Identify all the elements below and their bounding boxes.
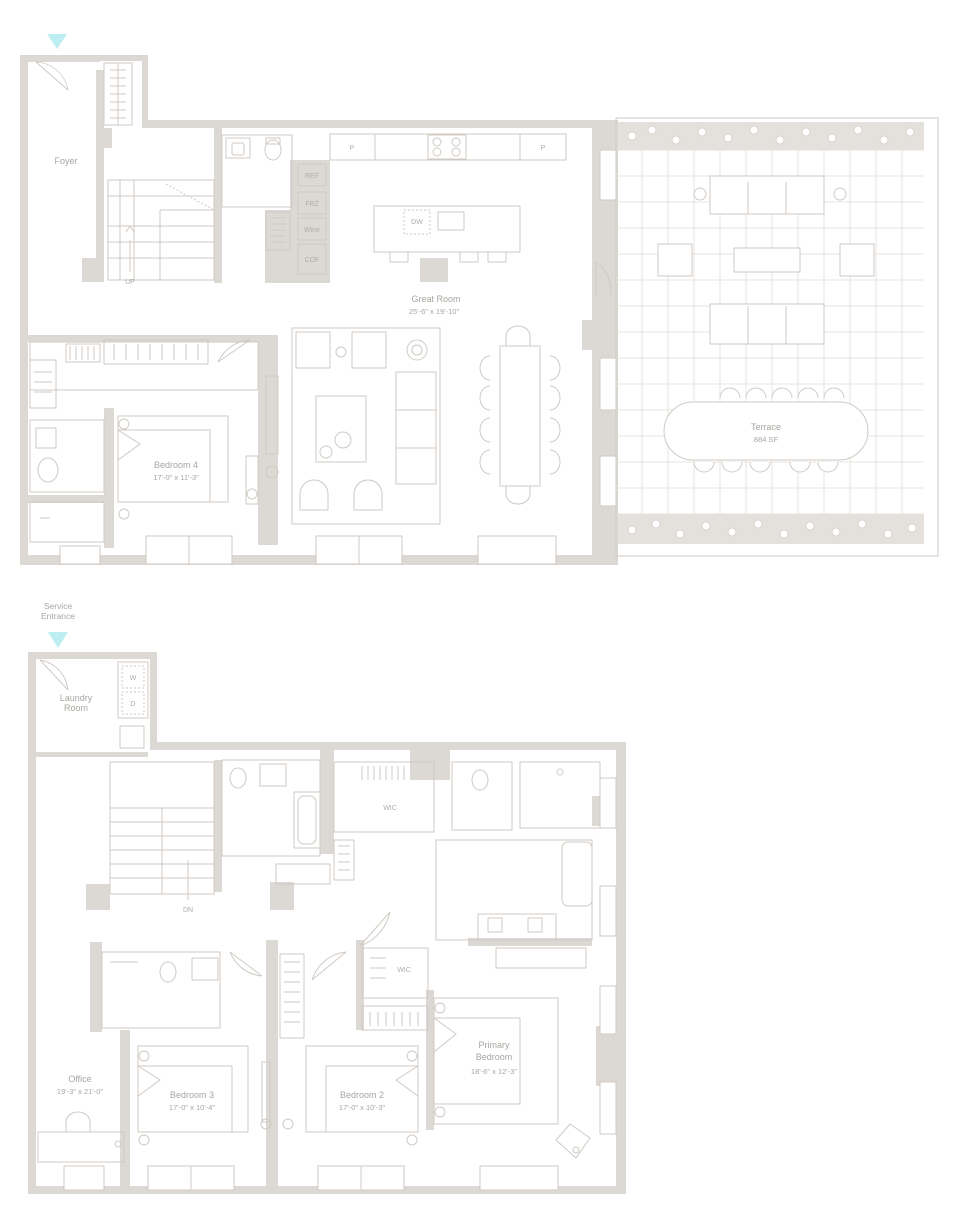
bedroom2-label: Bedroom 2 <box>340 1090 384 1100</box>
bedroom3-dims: 17'-0" x 10'-4" <box>169 1103 215 1112</box>
pantry-label-2: P <box>541 145 546 152</box>
wic-label-1: WIC <box>383 805 397 812</box>
wic-label-2: WIC <box>397 967 411 974</box>
lower-windows <box>63 777 617 1191</box>
stair-up-label: UP <box>125 279 135 286</box>
primary-bedroom-dims: 18'-6" x 12'-3" <box>471 1067 517 1076</box>
terrace: Terrace 884 SF <box>615 117 939 557</box>
primary-bedroom-label-1: Primary <box>479 1040 510 1050</box>
laundry-room: W D <box>39 659 149 749</box>
pantry-label-1: P <box>350 145 355 152</box>
foyer: Foyer <box>35 61 133 166</box>
bedroom-4 <box>29 339 259 543</box>
terrace-planter-bottom <box>618 514 924 544</box>
lower-staircase: DN <box>109 761 215 914</box>
cof-label: COF <box>305 257 320 264</box>
primary-bedroom <box>433 997 591 1159</box>
lower-exterior-walls <box>28 652 626 1194</box>
service-entrance-marker <box>48 632 68 648</box>
appliance-column: REF FRZ Wine COF <box>265 163 327 275</box>
great-room-dims: 25'-6" x 19'-10" <box>409 307 460 316</box>
washer-label: W <box>130 675 137 682</box>
terrace-label: Terrace <box>751 422 781 432</box>
terrace-dims: 884 SF <box>754 435 779 444</box>
bedroom3-bath <box>101 951 263 1029</box>
bedroom4-dims: 17'-0" x 11'-3" <box>153 473 199 482</box>
dryer-label: D <box>130 701 135 708</box>
office <box>37 1111 125 1163</box>
great-room-label: Great Room <box>411 294 460 304</box>
terrace-planter-top <box>618 122 924 150</box>
upper-windows <box>59 149 617 565</box>
bedroom2-dims: 17'-0" x 10'-3" <box>339 1103 385 1112</box>
upper-floor-plan: Foyer UP <box>20 34 939 565</box>
lower-baths <box>221 759 601 969</box>
kitchen: P P DW <box>329 133 567 263</box>
bedroom3-label: Bedroom 3 <box>170 1090 214 1100</box>
main-entrance-marker <box>47 34 67 49</box>
bedroom-3 <box>137 1045 294 1146</box>
living-area <box>265 327 441 525</box>
frz-label: FRZ <box>305 201 319 208</box>
office-label: Office <box>68 1074 91 1084</box>
office-dims: 19'-3" x 21'-0" <box>57 1087 103 1096</box>
dw-label: DW <box>411 219 423 226</box>
upper-exterior-walls <box>20 55 618 565</box>
stair-down-label: DN <box>183 907 193 914</box>
foyer-label: Foyer <box>54 156 77 166</box>
bedroom-2 <box>279 947 429 1146</box>
wine-label: Wine <box>304 227 320 234</box>
powder-room <box>221 134 293 208</box>
dining-table <box>479 325 561 505</box>
ref-label: REF <box>305 173 319 180</box>
upper-staircase: UP <box>107 179 215 286</box>
primary-bedroom-label-2: Bedroom <box>476 1052 513 1062</box>
bedroom4-label: Bedroom 4 <box>154 460 198 470</box>
